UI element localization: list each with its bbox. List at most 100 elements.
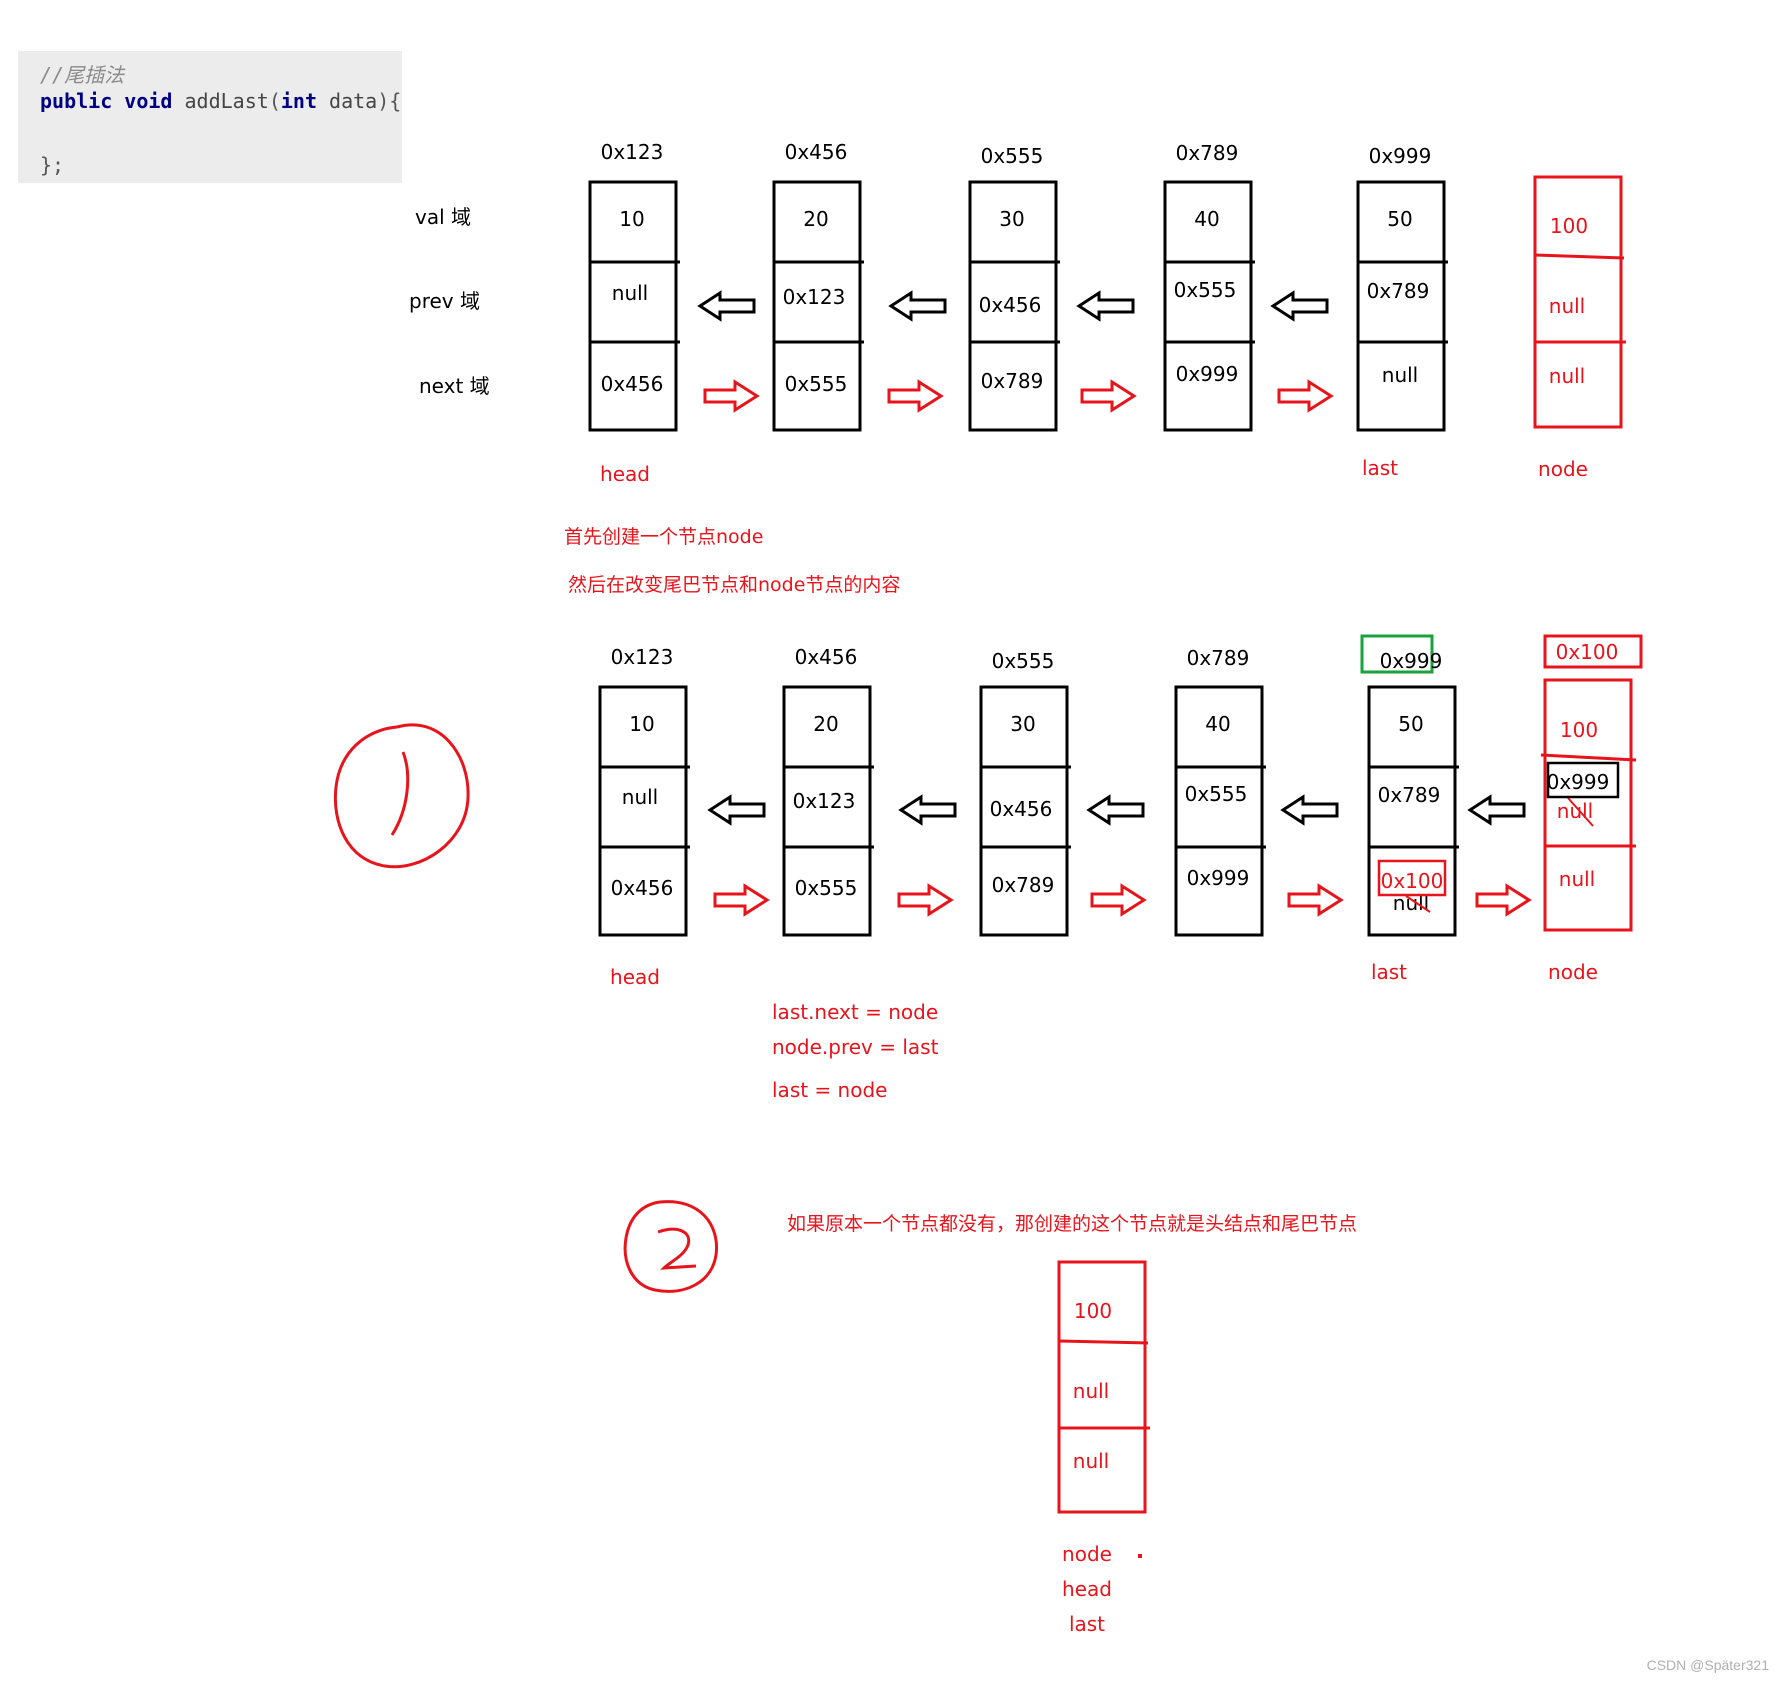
node-box [1356, 180, 1446, 432]
node-box [1163, 180, 1253, 432]
dot-mark [1138, 1554, 1142, 1558]
node-box [1174, 685, 1264, 937]
node-box [772, 180, 862, 432]
prev-arrow [1086, 794, 1145, 826]
node-next: null [1382, 363, 1418, 387]
last-label: last [1371, 960, 1407, 984]
node-next: 0x555 [795, 876, 858, 900]
node-prev: null [612, 281, 648, 305]
node-label: node [1538, 457, 1588, 481]
new-node-val: 100 [1550, 214, 1588, 238]
address-label: 0x456 [795, 645, 858, 669]
step-mark-digit [390, 751, 410, 836]
node-box [1367, 685, 1457, 937]
code-closing: }; [40, 153, 65, 177]
node-prev: 0x789 [1367, 279, 1430, 303]
code-keyword-void: void [124, 89, 173, 113]
node-box [598, 685, 688, 937]
node-val: 50 [1398, 712, 1423, 736]
last-label: last [1362, 456, 1398, 480]
address-label: 0x789 [1176, 141, 1239, 165]
node-val: 40 [1194, 207, 1219, 231]
node-next: 0x999 [1176, 362, 1239, 386]
node-next: 0x999 [1187, 866, 1250, 890]
node-prev: 0x555 [1185, 782, 1248, 806]
prev-arrow [707, 794, 766, 826]
node-next: 0x789 [981, 369, 1044, 393]
code-method-name: addLast [184, 89, 269, 113]
new-value-box [1377, 859, 1447, 897]
step-mark-circle [333, 723, 470, 869]
address-highlight-box [1360, 634, 1434, 674]
head-label: head [1062, 1577, 1112, 1601]
next-arrow [713, 883, 770, 917]
prev-arrow [1467, 794, 1526, 826]
node-next: 0x456 [601, 372, 664, 396]
address-label: 0x999 [1380, 649, 1443, 673]
prev-arrow [898, 794, 957, 826]
single-node-prev: null [1073, 1379, 1109, 1403]
head-label: head [610, 965, 660, 989]
new-node-address: 0x100 [1556, 640, 1619, 664]
last-label: last [1069, 1612, 1105, 1636]
next-arrow [897, 883, 954, 917]
node-val: 40 [1205, 712, 1230, 736]
single-node-val: 100 [1074, 1299, 1112, 1323]
address-label: 0x123 [601, 140, 664, 164]
node-prev: 0x456 [990, 797, 1053, 821]
node-prev: 0x789 [1378, 783, 1441, 807]
prev-arrow [1270, 290, 1329, 322]
address-label: 0x999 [1369, 144, 1432, 168]
node-val: 20 [803, 207, 828, 231]
new-node-next: null [1549, 364, 1585, 388]
field-divider [1534, 253, 1625, 260]
node-next-new: 0x100 [1381, 869, 1444, 893]
field-label-val: val 域 [415, 205, 471, 229]
node-val: 10 [629, 712, 654, 736]
next-arrow [1277, 379, 1334, 413]
node-label: node [1548, 960, 1598, 984]
node-val: 30 [999, 207, 1024, 231]
new-node-next: null [1559, 867, 1595, 891]
node-val: 20 [813, 712, 838, 736]
code-snippet: //尾插法 public void addLast(int data){ }; [18, 51, 402, 183]
new-node-val: 100 [1560, 718, 1598, 742]
node-val: 30 [1010, 712, 1035, 736]
node-prev: 0x123 [793, 789, 856, 813]
node-next: 0x456 [611, 876, 674, 900]
node-label: node [1062, 1542, 1112, 1566]
address-label: 0x555 [981, 144, 1044, 168]
new-value-box [1546, 761, 1620, 799]
prev-arrow [1076, 290, 1135, 322]
note-empty-list: 如果原本一个节点都没有，那创建的这个节点就是头结点和尾巴节点 [787, 1213, 1357, 1235]
next-arrow [887, 379, 944, 413]
strike-mark [1567, 797, 1594, 827]
field-label-prev: prev 域 [409, 289, 480, 313]
address-label: 0x123 [611, 645, 674, 669]
node-next: 0x555 [785, 372, 848, 396]
node-val: 50 [1387, 207, 1412, 231]
field-label-next: next 域 [419, 374, 490, 398]
code-keyword-public: public [40, 89, 113, 113]
code-line: last = node [772, 1078, 887, 1102]
node-next: 0x789 [992, 873, 1055, 897]
code-signature: public void addLast(int data){ [40, 89, 402, 113]
new-node-prev: null [1549, 294, 1585, 318]
code-comment: //尾插法 [40, 63, 125, 87]
node-box [968, 180, 1058, 432]
address-label: 0x789 [1187, 646, 1250, 670]
note-change-tail: 然后在改变尾巴节点和node节点的内容 [568, 574, 900, 596]
single-node-next: null [1073, 1449, 1109, 1473]
next-arrow [1090, 883, 1147, 917]
code-line: last.next = node [772, 1000, 938, 1024]
address-label: 0x456 [785, 140, 848, 164]
node-val: 10 [619, 207, 644, 231]
code-keyword-int: int [280, 89, 317, 113]
head-label: head [600, 462, 650, 486]
field-divider [1540, 753, 1637, 762]
strike-mark [1405, 895, 1431, 913]
node-prev: 0x456 [979, 293, 1042, 317]
step-mark-circle [623, 1200, 718, 1293]
prev-arrow [697, 290, 756, 322]
